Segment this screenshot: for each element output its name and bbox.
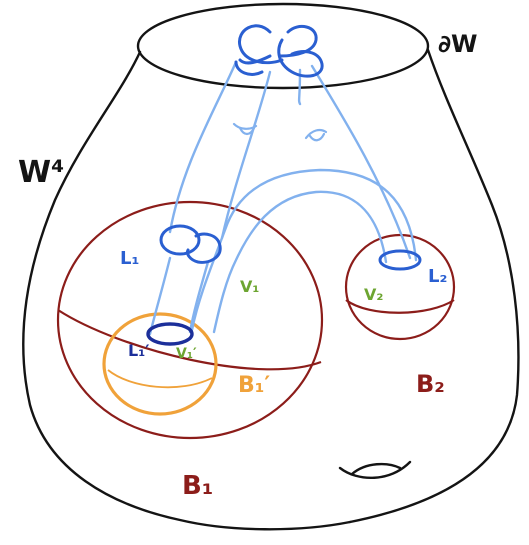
upper-genus-marks [232,122,328,142]
arch-inner [212,190,388,334]
label-L1: L₁ [120,248,139,269]
label-B1: B₁ [182,471,213,501]
ball-B1-outline [56,200,324,440]
boundary-ellipse [136,2,430,90]
label-W4: W⁴ [18,155,64,190]
ball-B1-equator [57,309,322,371]
tube-left-outer [168,60,238,234]
unknot-L2 [378,249,422,271]
arch-outer [190,168,418,332]
link-tubes [148,60,418,336]
manifold-left-side [22,50,352,531]
trefoil-knot [234,24,324,78]
ball-B2 [344,233,456,341]
label-B1prime: B₁′ [238,373,270,398]
unknot-L1prime [146,322,194,346]
manifold-right-side [348,48,520,524]
genus-handle-lower [338,460,412,479]
label-V1prime: V₁′ [176,346,197,362]
tube-left-inner [220,70,272,240]
label-L1prime: L₁′ [128,341,149,360]
label-B2: B₂ [416,370,445,398]
tube-right-outer [310,64,412,260]
label-V2: V₂ [364,285,383,304]
label-boundary: ∂W [438,30,478,58]
ball-B2-outline [344,233,456,341]
label-V1: V₁ [240,277,259,296]
ball-B1 [56,200,324,440]
ball-B1prime [102,312,218,416]
label-L2: L₂ [428,266,447,287]
ball-B1prime-equator [107,369,213,389]
manifold-W4 [22,2,520,531]
genus-handle-upper [350,462,402,476]
ball-B1prime-outline [102,312,218,416]
tube-L1-to-L1prime-right [188,260,210,334]
ball-B2-equator [345,299,455,314]
hopf-link-L1 [159,224,222,264]
